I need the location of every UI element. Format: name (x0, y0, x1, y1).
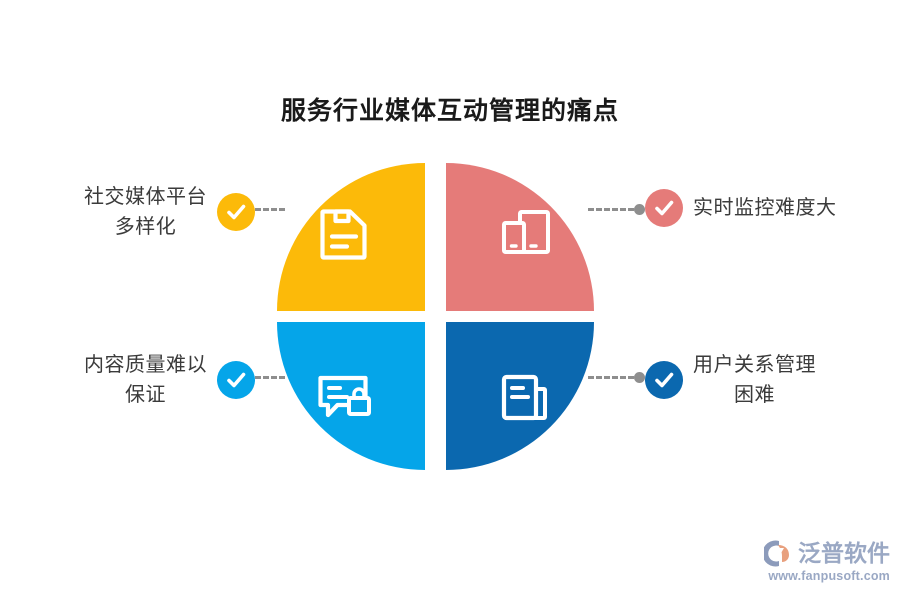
logo-name: 泛普软件 (798, 539, 890, 566)
label-bottom-right-text: 用户关系管理 困难 (693, 354, 816, 406)
logo-row: 泛普软件 (764, 538, 890, 568)
quadrant-flower (277, 163, 594, 470)
connector-dash (588, 207, 634, 211)
fanpu-logo-icon (764, 539, 794, 568)
connector-dot (634, 371, 645, 383)
check-icon (227, 372, 246, 388)
quadrant-bottom-left[interactable] (277, 322, 425, 470)
check-icon (227, 204, 246, 220)
connector-dot (634, 203, 645, 215)
check-badge-bottom-left (217, 361, 255, 399)
save-document-icon (320, 209, 367, 260)
check-badge-bottom-right (645, 361, 683, 399)
label-bottom-right[interactable]: 用户关系管理 困难 (645, 350, 816, 410)
quadrant-top-left[interactable] (277, 163, 425, 311)
connector-top-right (588, 203, 645, 215)
label-top-right[interactable]: 实时监控难度大 (645, 189, 837, 227)
connector-dash (239, 375, 285, 379)
label-bottom-left[interactable]: 内容质量难以 保证 (84, 350, 255, 410)
brand-logo[interactable]: 泛普软件 www.fanpusoft.com (764, 538, 890, 586)
quadrant-bottom-right[interactable] (446, 322, 594, 470)
quadrant-top-right[interactable] (446, 163, 594, 311)
secure-chat-icon (318, 375, 371, 418)
devices-icon (502, 210, 550, 254)
check-icon (655, 200, 674, 216)
label-top-right-text: 实时监控难度大 (693, 197, 837, 219)
connector-dash (239, 207, 285, 211)
label-top-left[interactable]: 社交媒体平台 多样化 (84, 182, 255, 242)
connector-bottom-right (588, 371, 645, 383)
check-icon (655, 372, 674, 388)
book-icon (501, 374, 547, 421)
label-bottom-left-text: 内容质量难以 保证 (84, 354, 207, 406)
logo-url: www.fanpusoft.com (768, 569, 890, 583)
check-badge-top-right (645, 189, 683, 227)
label-top-left-text: 社交媒体平台 多样化 (84, 186, 207, 238)
page-title: 服务行业媒体互动管理的痛点 (280, 97, 619, 125)
connector-dash (588, 375, 634, 379)
check-badge-top-left (217, 193, 255, 231)
